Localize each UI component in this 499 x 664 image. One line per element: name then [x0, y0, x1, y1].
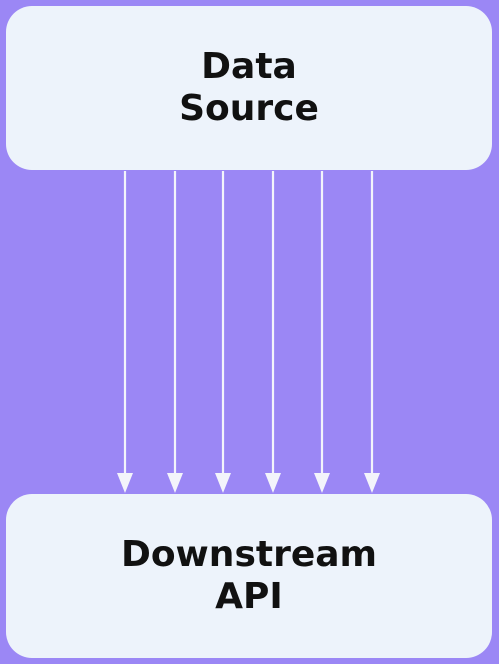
downstream-api-node: Downstream API [6, 494, 492, 658]
arrow-head [117, 473, 133, 493]
connection-arrow [167, 171, 183, 493]
connection-arrow [215, 171, 231, 493]
arrow-head [167, 473, 183, 493]
downstream-api-label-line-1: Downstream [120, 533, 378, 575]
connection-arrow [117, 171, 133, 493]
arrow-head [265, 473, 281, 493]
connection-arrow [364, 171, 380, 493]
downstream-api-label-line-2: API [215, 576, 283, 617]
data-source-node: Data Source [6, 6, 492, 170]
arrow-head [364, 473, 380, 493]
data-source-label-line-2: Source [179, 88, 319, 129]
data-source-label-line-1: Data [201, 45, 297, 87]
connection-arrow [265, 171, 281, 493]
connection-arrow [314, 171, 330, 493]
arrow-head [215, 473, 231, 493]
arrow-head [314, 473, 330, 493]
